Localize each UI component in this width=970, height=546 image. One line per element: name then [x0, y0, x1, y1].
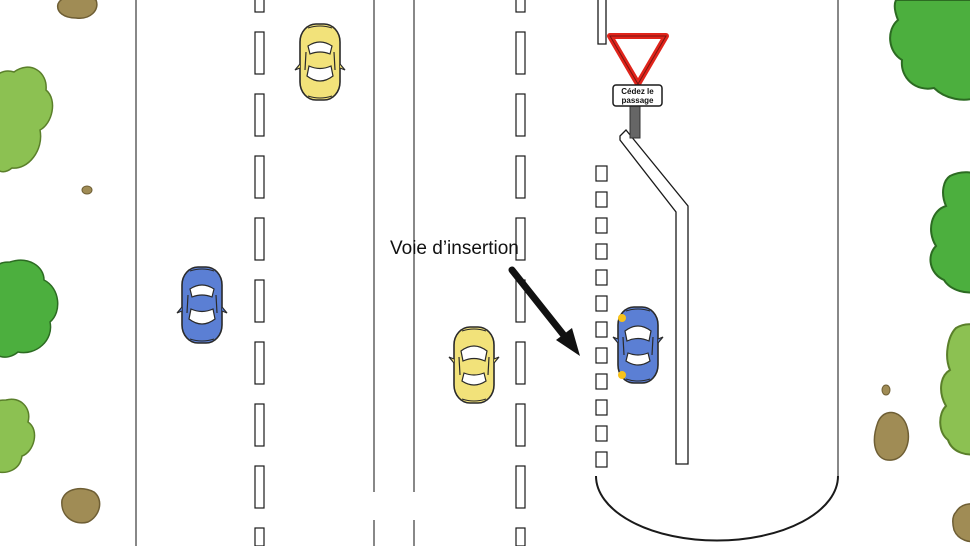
yellow-car-top — [294, 23, 346, 101]
rock-left-small — [81, 185, 93, 195]
lane-dash — [254, 217, 265, 261]
blue-car-left — [176, 266, 228, 344]
lane-dash — [515, 217, 526, 261]
merge-island — [597, 0, 689, 465]
blue-car-merging — [612, 306, 664, 384]
merge-dash — [595, 295, 608, 312]
sign-post — [629, 103, 641, 139]
lane-dash — [254, 31, 265, 75]
merge-dash — [595, 347, 608, 364]
rock-left-top — [56, 0, 98, 19]
lane-dash — [254, 0, 265, 13]
road-edges — [135, 0, 839, 546]
lane-divider-right — [515, 0, 526, 546]
lane-dash — [515, 0, 526, 13]
sign-plate-line2: passage — [621, 96, 654, 105]
blinker-rear-left — [618, 371, 626, 379]
merge-dash — [595, 243, 608, 260]
merge-dash — [595, 165, 608, 182]
merge-dash — [595, 321, 608, 338]
lane-dash — [515, 527, 526, 546]
lane-dash — [254, 465, 265, 509]
tree-left-middle — [0, 259, 59, 358]
annotation-arrow — [508, 266, 580, 356]
tree-right-lower — [939, 323, 970, 456]
lane-divider-left — [254, 0, 265, 546]
tree-right-middle — [929, 171, 970, 294]
lane-dash — [254, 341, 265, 385]
lane-dash — [515, 155, 526, 199]
blinker-front-left — [618, 314, 626, 322]
merge-lane-divider — [595, 165, 608, 468]
merge-dash — [595, 425, 608, 442]
merge-lane — [595, 0, 839, 542]
tree-left-bottom — [0, 398, 36, 474]
merge-dash — [595, 451, 608, 468]
lane-dash — [515, 93, 526, 137]
yield-triangle-icon — [607, 33, 669, 87]
yellow-car-center — [448, 326, 500, 404]
lane-dash — [254, 403, 265, 447]
on-ramp-curve — [595, 475, 839, 542]
tree-left-top — [0, 66, 54, 173]
lane-dash — [515, 465, 526, 509]
merge-lane-label: Voie d’insertion — [390, 238, 519, 259]
lane-dash — [515, 403, 526, 447]
sign-plate-line1: Cédez le — [621, 87, 654, 96]
merge-dash — [595, 217, 608, 234]
rock-right-small — [881, 384, 891, 396]
merge-dash — [595, 399, 608, 416]
lane-dash — [254, 93, 265, 137]
rock-right-bottom — [951, 503, 970, 543]
rock-left-large — [61, 487, 101, 524]
tree-right-top — [889, 0, 970, 101]
lane-dash — [254, 155, 265, 199]
sign-plate — [612, 84, 663, 107]
lane-dash — [254, 527, 265, 546]
rock-right-large — [873, 411, 910, 461]
lane-dash — [515, 341, 526, 385]
merge-dash — [595, 269, 608, 286]
lane-dash — [254, 279, 265, 323]
lane-dash — [515, 31, 526, 75]
yield-sign: Cédez le passage — [607, 33, 669, 139]
merge-dash — [595, 191, 608, 208]
merge-dash — [595, 373, 608, 390]
